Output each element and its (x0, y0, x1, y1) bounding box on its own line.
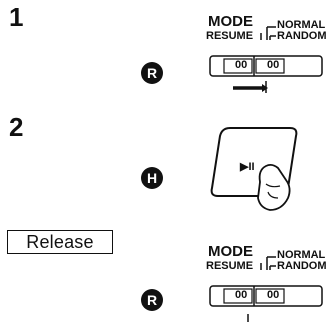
release-label: Release (7, 230, 113, 254)
mode-switch-diagram-1: MODE RESUME NORMAL RANDOM 00 00 (206, 0, 332, 100)
random-label: RANDOM (277, 260, 327, 272)
play-pause-button-diagram: ▶II (208, 122, 304, 214)
remote-badge-icon: H (141, 167, 163, 189)
mode-switch-diagram-2: MODE RESUME NORMAL RANDOM 00 00 (206, 230, 332, 322)
resume-label: RESUME (206, 30, 254, 42)
resume-label: RESUME (206, 260, 254, 272)
display-right: 00 (267, 59, 280, 71)
display-right: 00 (267, 289, 280, 301)
mode-label: MODE (208, 13, 253, 30)
remote-badge-icon: R (141, 62, 163, 84)
play-pause-button-graphic (210, 127, 298, 211)
random-label: RANDOM (277, 30, 327, 42)
display-left: 00 (235, 289, 248, 301)
step-number-2: 2 (9, 112, 24, 142)
normal-label: NORMAL (277, 19, 326, 31)
remote-badge-icon: R (141, 289, 163, 311)
mode-label: MODE (208, 243, 253, 260)
display-left: 00 (235, 59, 248, 71)
normal-label: NORMAL (277, 249, 326, 261)
mode-switch-graphic (209, 256, 323, 322)
mode-switch-graphic (209, 26, 323, 93)
step-number-1: 1 (9, 2, 24, 32)
play-pause-icon: ▶II (240, 161, 255, 173)
